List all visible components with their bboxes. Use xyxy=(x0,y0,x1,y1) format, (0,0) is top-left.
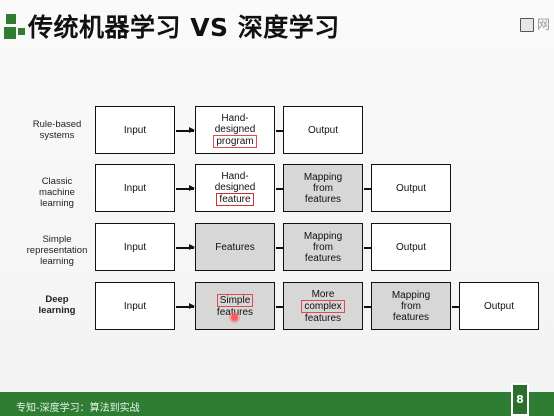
label-hand-designed-r1: Hand-designed xyxy=(214,112,256,135)
label-hand-designed-r2: Hand-designed xyxy=(214,170,256,193)
box-features-r3: Features xyxy=(195,223,275,271)
box-output-r4: Output xyxy=(459,282,539,330)
highlight-program: program xyxy=(213,134,257,148)
box-input-r2: Input xyxy=(95,164,175,212)
box-more-complex-r4: More complex features xyxy=(283,282,363,330)
box-input-r4: Input xyxy=(95,282,175,330)
highlight-feature: feature xyxy=(216,192,254,206)
label-features-r4: features xyxy=(216,307,254,318)
box-hand-designed-program: Hand-designed program xyxy=(195,106,275,154)
box-output-r3: Output xyxy=(371,223,451,271)
label-features-r4b: features xyxy=(304,312,342,324)
logo-square-mid xyxy=(4,27,16,39)
box-output-r1: Output xyxy=(283,106,363,154)
box-hand-designed-feature: Hand-designed feature xyxy=(195,164,275,212)
box-simple-features-r4: Simple features xyxy=(195,282,275,330)
window-icon xyxy=(520,18,534,32)
arrow-r3-1 xyxy=(176,244,195,250)
label-more-r4: More xyxy=(311,288,335,300)
page-number: 8 xyxy=(511,383,529,416)
logo-square-large xyxy=(6,14,16,24)
arrow-r4-1 xyxy=(176,303,195,309)
box-input-r3: Input xyxy=(95,223,175,271)
cursor-dot xyxy=(231,314,238,321)
arrow-r2-1 xyxy=(176,185,195,191)
footer-text: 专知-深度学习：算法到实战 xyxy=(16,403,140,414)
top-right-char: 网 xyxy=(536,18,550,33)
page-title: 传统机器学习 VS 深度学习 xyxy=(28,13,340,42)
box-input-r1: Input xyxy=(95,106,175,154)
box-output-r2: Output xyxy=(371,164,451,212)
highlight-complex: complex xyxy=(301,299,345,313)
arrow-r1-1 xyxy=(176,127,195,133)
logo-square-small xyxy=(18,28,25,35)
highlight-simple: Simple xyxy=(216,294,254,307)
footer-bar: 专知-深度学习：算法到实战 xyxy=(0,392,554,416)
